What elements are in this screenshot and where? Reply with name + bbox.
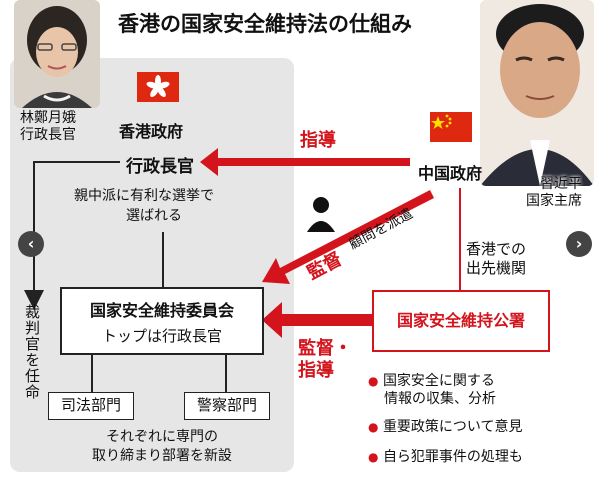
china-leader-portrait — [480, 0, 594, 186]
justice-department-label: 司法部門 — [60, 396, 121, 414]
supervision-guidance-line1: 監督・ — [298, 338, 352, 359]
office-title: 国家安全維持公署 — [396, 311, 525, 330]
chief-executive-label: 行政長官 — [126, 157, 194, 177]
committee-title: 国家安全維持委員会 — [89, 301, 234, 320]
new-units-line2: 取り締まり部署を新設 — [92, 448, 232, 464]
duty-text: 重要政策について意見 — [382, 419, 523, 435]
national-security-committee-box: 国家安全維持委員会 トップは行政長官 — [60, 287, 264, 355]
hong-kong-flag-icon — [137, 72, 179, 102]
new-units-line1: それぞれに専門の — [106, 429, 218, 445]
election-note-line1: 親中派に有利な選挙で — [74, 188, 214, 204]
hk-leader-name: 林鄭月娥 — [20, 110, 76, 126]
hk-government-label: 香港政府 — [119, 122, 184, 141]
duty-item: ● 重要政策について意見 — [368, 419, 523, 435]
new-units-note: それぞれに専門の 取り締まり部署を新設 — [78, 428, 246, 466]
china-government-label: 中国政府 — [418, 164, 483, 183]
supervision-guidance-arrow — [262, 302, 372, 338]
supervision-guidance-line2: 指導 — [298, 360, 334, 381]
police-department-box: 警察部門 — [184, 392, 270, 420]
election-note-line2: 選ばれる — [126, 208, 182, 224]
diagram-title: 香港の国家安全維持法の仕組み — [118, 12, 412, 36]
china-leader-role: 国家主席 — [526, 193, 582, 209]
election-note: 親中派に有利な選挙で 選ばれる — [74, 186, 214, 226]
duty-item: 情報の収集、分析 — [368, 390, 523, 408]
china-leader-name: 習近平 — [540, 176, 582, 192]
outpost-line1: 香港での — [466, 240, 527, 258]
supervision-arrow — [262, 190, 434, 284]
advisor-person-icon — [306, 196, 336, 232]
judges-appointment-note: 裁判官を任命 — [23, 304, 41, 400]
hk-leader-role: 行政長官 — [20, 127, 76, 143]
next-image-button[interactable]: › — [566, 231, 592, 257]
duty-item: ● 国家安全に関する — [368, 373, 495, 389]
police-department-label: 警察部門 — [196, 396, 257, 414]
previous-image-button[interactable]: ‹ — [18, 231, 44, 257]
guidance-label: 指導 — [300, 130, 336, 151]
duty-text: 国家安全に関する — [382, 373, 495, 389]
justice-department-box: 司法部門 — [48, 392, 134, 420]
china-flag-icon — [430, 112, 472, 142]
supervision-guidance-label: 監督・ 指導 — [298, 338, 352, 382]
duty-text: 自ら犯罪事件の処理も — [382, 449, 523, 465]
outpost-line2: 出先機関 — [466, 259, 527, 277]
duty-text: 情報の収集、分析 — [384, 391, 496, 407]
outpost-note: 香港での 出先機関 — [466, 240, 526, 278]
guidance-arrow — [200, 148, 410, 176]
duty-item: ● 自ら犯罪事件の処理も — [368, 449, 523, 465]
hk-leader-portrait — [14, 0, 100, 108]
national-security-office-box: 国家安全維持公署 — [372, 290, 550, 352]
committee-subtitle: トップは行政長官 — [101, 327, 222, 345]
office-duties-list: ● 国家安全に関する 情報の収集、分析 ● 重要政策について意見 ● 自ら犯罪事… — [368, 372, 523, 466]
